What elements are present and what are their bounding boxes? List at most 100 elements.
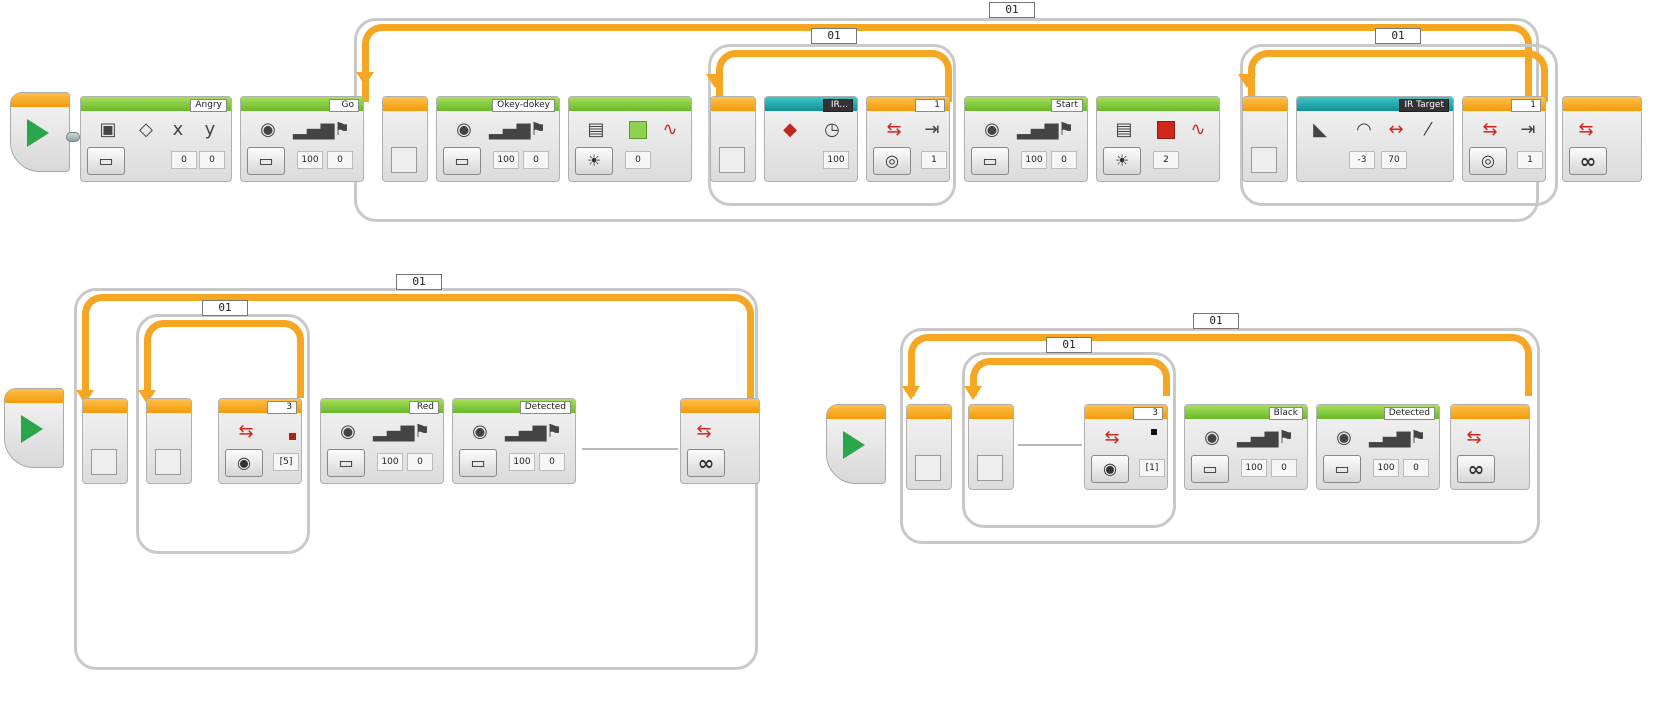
distance-value[interactable]: 70 — [1381, 151, 1407, 169]
ir-value[interactable]: 100 — [823, 151, 849, 169]
file-button[interactable]: ▭ — [87, 147, 125, 175]
playtype-value[interactable]: 0 — [1403, 459, 1429, 477]
playtype-value[interactable]: 0 — [523, 151, 549, 169]
outer-loop-label[interactable]: 01 — [396, 274, 442, 290]
playtype-value[interactable]: 0 — [1051, 151, 1077, 169]
file-button[interactable]: ▭ — [971, 147, 1009, 175]
color-mode-button[interactable]: ◉ — [1091, 455, 1129, 483]
display-block[interactable]: Angry ▣ ◇ x y ▭ 0 0 — [80, 96, 232, 182]
inner-loop-frame[interactable] — [962, 352, 1176, 528]
outer-loop-label[interactable]: 01 — [1193, 313, 1239, 329]
ir-target-name[interactable]: IR Target — [1399, 99, 1449, 112]
sound-file[interactable]: Detected — [1383, 407, 1435, 420]
outer-loop-label[interactable]: 01 — [989, 2, 1035, 18]
sound-file[interactable]: Okey-dokey — [492, 99, 555, 112]
sound-block-detected[interactable]: Detected ◉ ▂▄▆ ⚑ ▭ 100 0 — [452, 398, 576, 484]
switch-count[interactable]: 1 — [915, 99, 945, 112]
sound-file[interactable]: Detected — [519, 401, 571, 414]
outer-loop-end[interactable]: ⇆ ∞ — [680, 398, 760, 484]
outer-loop-start[interactable] — [906, 404, 952, 490]
file-button[interactable]: ▭ — [459, 449, 497, 477]
color-switch-block[interactable]: 3 ⇆ ◉ [1] — [1084, 404, 1168, 490]
switch-count[interactable]: 3 — [1133, 407, 1163, 420]
switch-block-2[interactable]: 1 ⇆ ⇥ ◎ 1 — [1462, 96, 1546, 182]
outer-loop-start[interactable] — [382, 96, 428, 182]
playtype-value[interactable]: 0 — [407, 453, 433, 471]
loop-mode-button[interactable]: ∞ — [1569, 147, 1607, 175]
inner-loop-label[interactable]: 01 — [202, 300, 248, 316]
file-button[interactable]: ▭ — [1191, 455, 1229, 483]
brick-light-red[interactable]: ▤ ∿ ☀ 2 — [1096, 96, 1220, 182]
color-switch-block[interactable]: 3 ⇆ ◉ [5] — [218, 398, 302, 484]
inner-loop1-frame[interactable] — [708, 44, 956, 206]
play-icon[interactable] — [843, 431, 865, 459]
play-icon[interactable] — [21, 415, 43, 443]
outer-loop-end[interactable]: ⇆ ∞ — [1562, 96, 1642, 182]
file-button[interactable]: ▭ — [327, 449, 365, 477]
outer-loop-start[interactable] — [82, 398, 128, 484]
sound-block-black[interactable]: Black ◉ ▂▄▆ ⚑ ▭ 100 0 — [1184, 404, 1308, 490]
inner-loop-label[interactable]: 01 — [1046, 337, 1092, 353]
playtype-value[interactable]: 0 — [1271, 459, 1297, 477]
sound-file[interactable]: Start — [1051, 99, 1083, 112]
switch-value[interactable]: [1] — [1139, 459, 1165, 477]
sound-block-start[interactable]: Start ◉ ▂▄▆ ⚑ ▭ 100 0 — [964, 96, 1088, 182]
inner-loop1-start[interactable] — [710, 96, 756, 182]
ir-sensor-block[interactable]: IR... ◆ ◷ 100 — [764, 96, 858, 182]
play-icon[interactable] — [27, 119, 49, 147]
display-text[interactable]: Angry — [190, 99, 227, 112]
color-mode-button[interactable]: ◉ — [225, 449, 263, 477]
inner-loop-start[interactable] — [146, 398, 192, 484]
start-block[interactable] — [826, 404, 886, 484]
inner-loop2-frame[interactable] — [1240, 44, 1558, 206]
switch-value[interactable]: 1 — [1517, 151, 1543, 169]
switch-count[interactable]: 1 — [1511, 99, 1541, 112]
light-mode-button[interactable]: ☀ — [1103, 147, 1141, 175]
playtype-value[interactable]: 0 — [327, 151, 353, 169]
volume-value[interactable]: 100 — [1021, 151, 1047, 169]
switch-count[interactable]: 3 — [267, 401, 297, 414]
switch-value[interactable]: 1 — [921, 151, 947, 169]
switch-mode-button[interactable]: ◎ — [1469, 147, 1507, 175]
brick-light-green[interactable]: ▤ ∿ ☀ 0 — [568, 96, 692, 182]
y-value[interactable]: 0 — [199, 151, 225, 169]
light-mode-button[interactable]: ☀ — [575, 147, 613, 175]
playtype-value[interactable]: 0 — [539, 453, 565, 471]
start-block[interactable] — [4, 388, 64, 468]
inner-loop2-label[interactable]: 01 — [1375, 28, 1421, 44]
switch-mode-button[interactable]: ◎ — [873, 147, 911, 175]
loop-mode-button[interactable]: ∞ — [1457, 455, 1495, 483]
ir-name[interactable]: IR... — [823, 99, 853, 112]
inner-loop2-start[interactable] — [1242, 96, 1288, 182]
light-value[interactable]: 0 — [625, 151, 651, 169]
volume-value[interactable]: 100 — [509, 453, 535, 471]
file-button[interactable]: ▭ — [443, 147, 481, 175]
sound-block-detected[interactable]: Detected ◉ ▂▄▆ ⚑ ▭ 100 0 — [1316, 404, 1440, 490]
start-block[interactable] — [10, 92, 70, 172]
sound-file[interactable]: Go — [329, 99, 359, 112]
volume-value[interactable]: 100 — [297, 151, 323, 169]
outer-loop-end[interactable]: ⇆ ∞ — [1450, 404, 1530, 490]
volume-value[interactable]: 100 — [493, 151, 519, 169]
file-button[interactable]: ▭ — [1323, 455, 1361, 483]
volume-value[interactable]: 100 — [1241, 459, 1267, 477]
file-button[interactable]: ▭ — [247, 147, 285, 175]
light-value[interactable]: 2 — [1153, 151, 1179, 169]
outer-loop-frame[interactable] — [900, 328, 1540, 544]
sound-block-okey[interactable]: Okey-dokey ◉ ▂▄▆ ⚑ ▭ 100 0 — [436, 96, 560, 182]
switch-block-1[interactable]: 1 ⇆ ⇥ ◎ 1 — [866, 96, 950, 182]
sound-file[interactable]: Red — [409, 401, 439, 414]
switch-value[interactable]: [5] — [273, 453, 299, 471]
heading-value[interactable]: -3 — [1349, 151, 1375, 169]
volume-icon: ▂▄▆ — [1369, 427, 1411, 448]
ir-target-block[interactable]: IR Target ◣ ◠ ↔ ⁄ -3 70 — [1296, 96, 1454, 182]
sound-file[interactable]: Black — [1268, 407, 1303, 420]
sound-block-red[interactable]: Red ◉ ▂▄▆ ⚑ ▭ 100 0 — [320, 398, 444, 484]
x-value[interactable]: 0 — [171, 151, 197, 169]
inner-loop1-label[interactable]: 01 — [811, 28, 857, 44]
volume-value[interactable]: 100 — [1373, 459, 1399, 477]
volume-value[interactable]: 100 — [377, 453, 403, 471]
inner-loop-start[interactable] — [968, 404, 1014, 490]
sound-block-go[interactable]: Go ◉ ▂▄▆ ⚑ ▭ 100 0 — [240, 96, 364, 182]
loop-mode-button[interactable]: ∞ — [687, 449, 725, 477]
